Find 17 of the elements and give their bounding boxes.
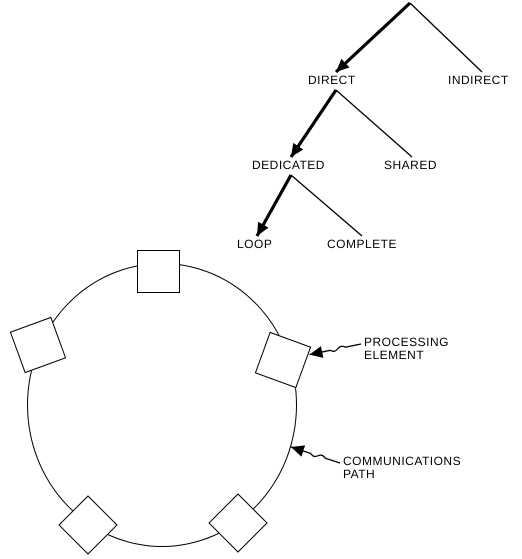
leader-line [309, 343, 362, 358]
arrow [334, 2, 412, 74]
square-box [137, 250, 180, 293]
tree-node-label: COMPLETE [327, 238, 397, 251]
branch-line [290, 174, 362, 236]
tree-node-label: DIRECT [308, 74, 364, 87]
arrow [256, 174, 292, 237]
callout-text: PROCESSING ELEMENT [364, 336, 456, 362]
tree-node-label: INDIRECT [448, 74, 516, 87]
leader-line [290, 445, 340, 464]
branch-line [410, 2, 482, 72]
tree-node-label: SHARED [384, 159, 440, 172]
tree-node-label: DEDICATED [252, 159, 330, 172]
branch-line [336, 90, 412, 158]
callout-text: COMMUNICATIONS PATH [343, 455, 465, 481]
tree-node-label: LOOP [237, 238, 277, 251]
arrow [290, 89, 338, 158]
